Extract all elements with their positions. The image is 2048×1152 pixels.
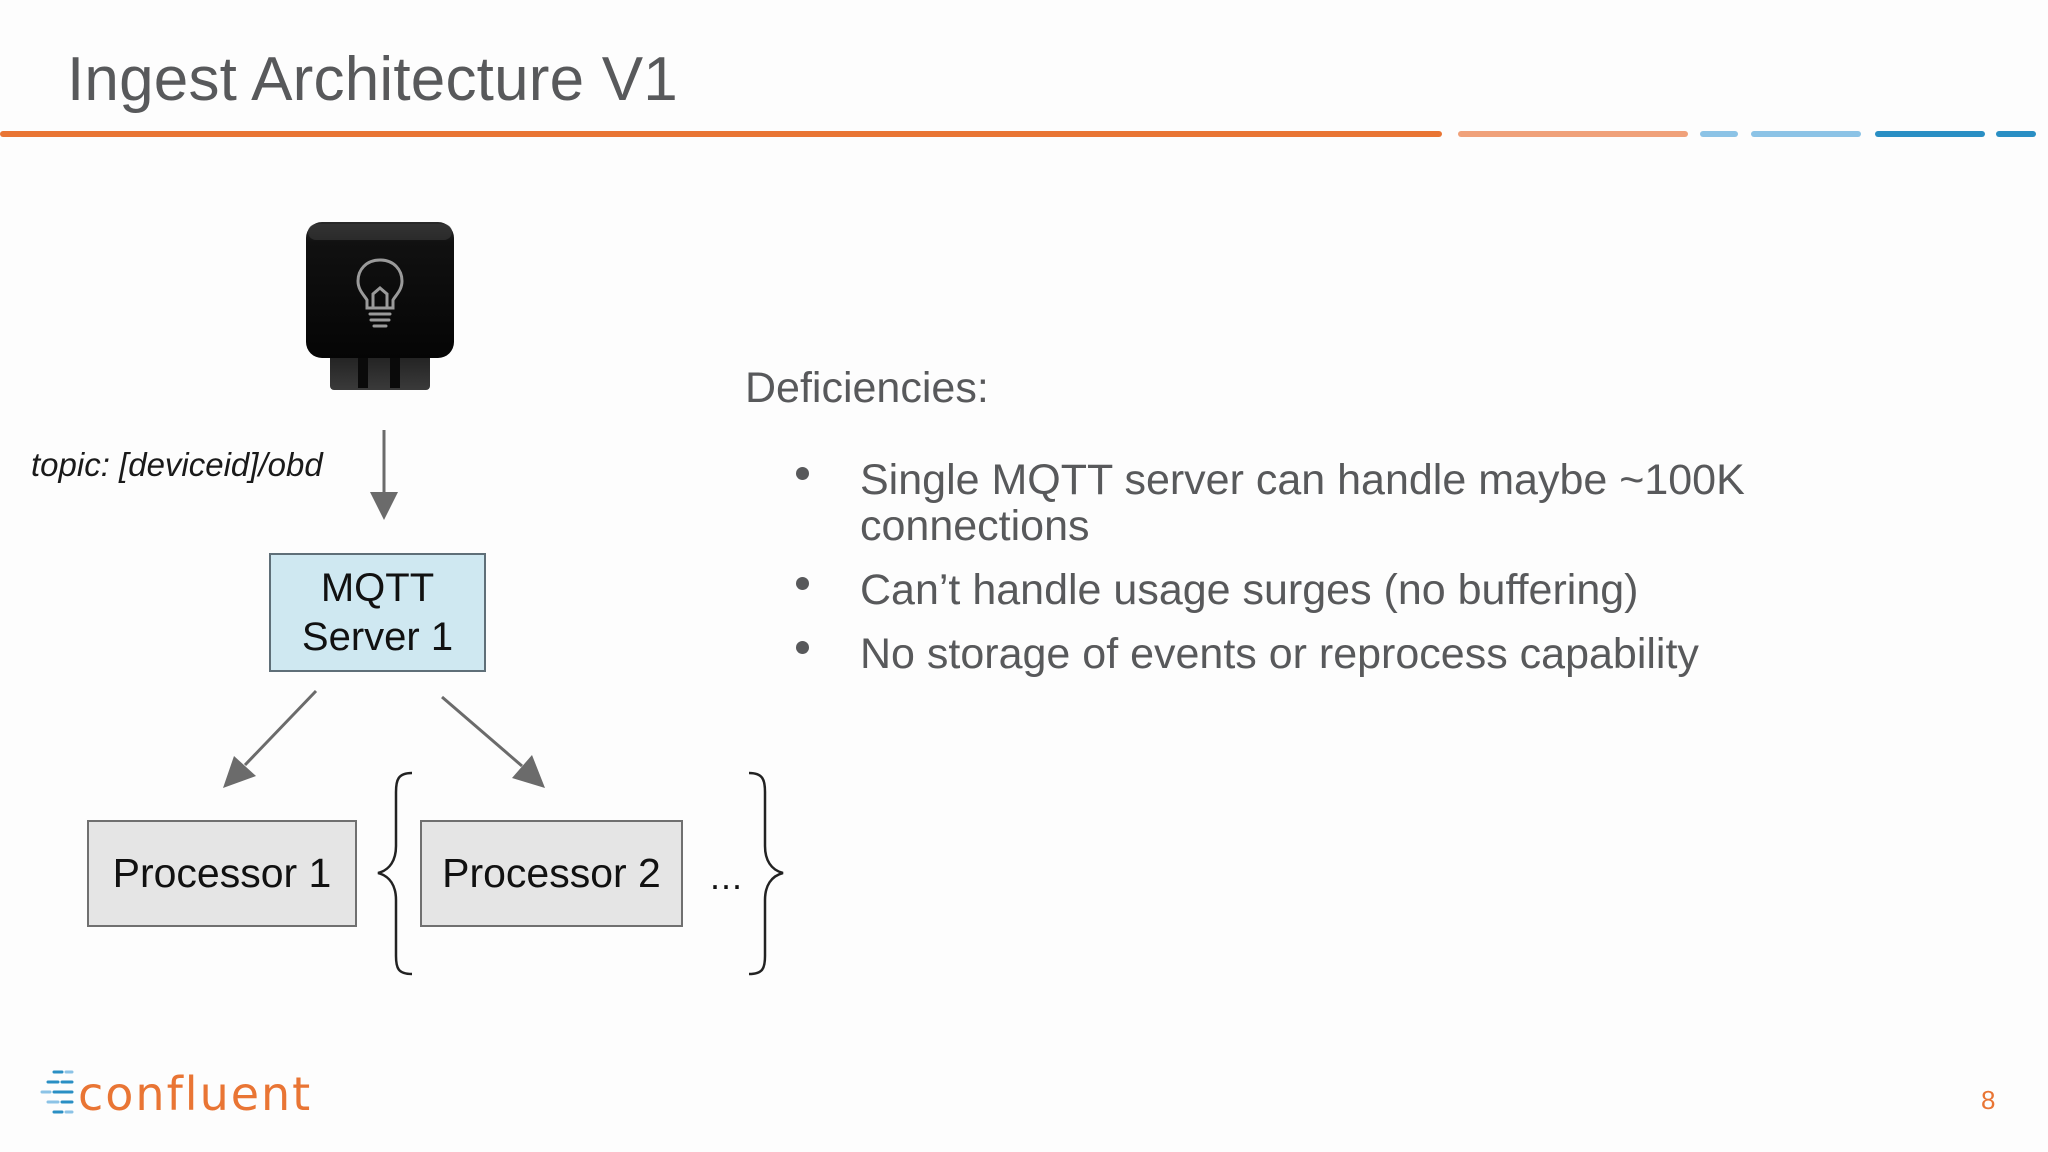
processor-1-box: Processor 1	[87, 820, 357, 927]
slide-title: Ingest Architecture V1	[67, 45, 678, 114]
left-brace	[377, 771, 413, 976]
bullet-dot	[796, 641, 809, 654]
confluent-logo-text: confluent	[78, 1067, 313, 1121]
header-rule-blue-short	[1700, 131, 1738, 137]
header-rule-main	[0, 131, 1442, 137]
header-rule-blue-end	[1996, 131, 2036, 137]
mqtt-server-line-2: Server 1	[301, 614, 454, 659]
bullet-dot	[796, 467, 809, 480]
arrow-device-to-mqtt	[370, 430, 398, 520]
processor-2-box: Processor 2	[420, 820, 683, 927]
deficiency-text: No storage of events or reprocess capabi…	[860, 630, 1699, 678]
deficiency-item: Single MQTT server can handle maybe ~100…	[796, 456, 1860, 550]
confluent-logo: confluent	[40, 1064, 312, 1124]
arrow-mqtt-to-processor-1	[223, 689, 318, 788]
header-rule-blue-light	[1751, 131, 1861, 137]
deficiency-text: Single MQTT server can handle maybe ~100…	[860, 456, 1745, 550]
page-number: 8	[1981, 1085, 1996, 1115]
processor-2-label: Processor 2	[442, 850, 661, 896]
obd-device-icon	[306, 222, 454, 390]
processor-1-label: Processor 1	[112, 850, 332, 896]
mqtt-server-line-1: MQTT	[320, 565, 435, 610]
deficiencies-heading: Deficiencies:	[745, 364, 989, 412]
topic-label: topic: [deviceid]/obd	[31, 446, 323, 483]
deficiency-text: Can’t handle usage surges (no buffering)	[860, 566, 1639, 614]
more-processors-ellipsis: ...	[710, 856, 744, 897]
header-rule-blue	[1875, 131, 1985, 137]
right-brace	[748, 771, 784, 976]
deficiencies-list: Single MQTT server can handle maybe ~100…	[796, 456, 1860, 695]
bullet-dot	[796, 577, 809, 590]
mqtt-server-box: MQTT Server 1	[269, 553, 486, 672]
arrow-mqtt-to-processor-2	[441, 695, 545, 788]
confluent-logo-icon	[40, 1070, 74, 1114]
deficiency-item: No storage of events or reprocess capabi…	[796, 630, 1860, 678]
deficiency-item: Can’t handle usage surges (no buffering)	[796, 566, 1860, 614]
header-rule-orange-light	[1458, 131, 1688, 137]
